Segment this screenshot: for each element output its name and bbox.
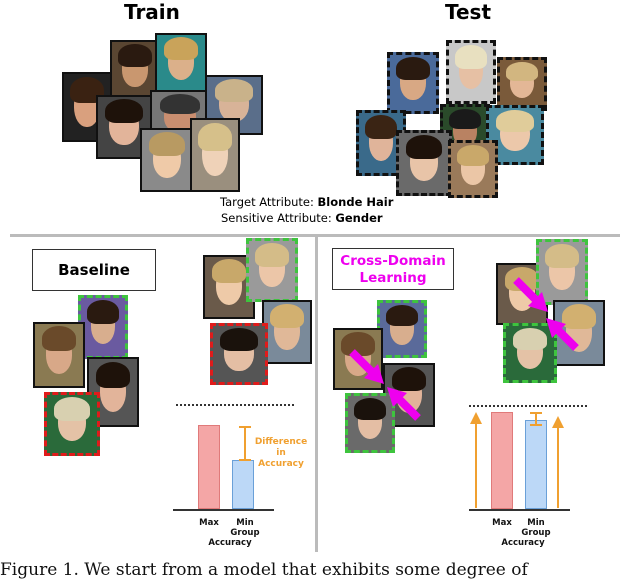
cross-domain-face-image — [377, 300, 427, 358]
improvement-arrows — [470, 412, 564, 508]
swap-arrow-left-top — [349, 349, 384, 384]
improvement-arrow-right — [552, 416, 564, 508]
cross-domain-label-box: Cross-Domain Learning — [332, 248, 454, 290]
swap-arrow-left-bottom — [387, 387, 421, 421]
baseline-tick-max: Max — [199, 518, 219, 528]
difference-label: Difference in Accuracy — [254, 437, 308, 469]
test-heading: Test — [445, 0, 492, 24]
difference-bracket — [244, 426, 246, 460]
train-face-image — [190, 118, 240, 192]
baseline-face-image — [203, 255, 255, 319]
improvement-arrow-left — [470, 412, 482, 508]
baseline-bar-max — [198, 425, 220, 509]
target-attribute-line: Target Attribute: Blonde Hair — [220, 195, 393, 209]
target-attribute-label: Target Attribute: — [220, 195, 314, 209]
baseline-face-image — [33, 322, 85, 388]
baseline-face-image — [262, 300, 312, 364]
difference-bracket-bottom — [239, 459, 251, 461]
sensitive-attribute-value: Gender — [335, 211, 383, 225]
test-face-image — [448, 140, 498, 198]
baseline-x-axis — [173, 509, 274, 511]
sensitive-attribute-label: Sensitive Attribute: — [221, 211, 332, 225]
swap-arrow-right-top — [513, 277, 548, 312]
cross-domain-face-image — [345, 393, 395, 453]
cross-domain-reference-line — [469, 405, 587, 407]
cross-domain-bracket — [530, 412, 542, 426]
difference-bracket-top — [239, 426, 251, 428]
cross-domain-bar-max — [491, 412, 513, 509]
test-face-image — [446, 40, 496, 104]
baseline-tick-min-group: Min Group — [230, 518, 260, 538]
baseline-face-image — [210, 323, 268, 385]
cross-domain-tick-max: Max — [492, 518, 512, 528]
horizontal-divider — [10, 234, 620, 237]
cross-domain-label: Cross-Domain Learning — [340, 253, 446, 286]
swap-arrows — [349, 277, 579, 421]
baseline-face-image — [78, 295, 128, 359]
baseline-label-box: Baseline — [32, 249, 156, 291]
cross-domain-tick-min-group: Min Group — [521, 518, 551, 538]
cross-domain-axis-label: Accuracy — [501, 538, 545, 548]
test-face-image — [497, 57, 547, 111]
figure-caption: Figure 1. We start from a model that exh… — [0, 560, 528, 580]
train-face-image — [140, 128, 194, 192]
train-face-image — [155, 33, 207, 93]
train-heading: Train — [124, 0, 180, 24]
cross-domain-face-image — [503, 323, 557, 383]
test-face-image — [356, 110, 406, 176]
test-face-image — [387, 52, 439, 114]
baseline-face-image — [44, 392, 100, 456]
test-face-image — [396, 130, 452, 196]
train-face-image — [110, 40, 160, 100]
sensitive-attribute-line: Sensitive Attribute: Gender — [221, 211, 383, 225]
vertical-divider — [315, 236, 318, 552]
baseline-label: Baseline — [58, 261, 130, 279]
baseline-axis-label: Accuracy — [208, 538, 252, 548]
cross-domain-x-axis — [469, 509, 570, 511]
target-attribute-value: Blonde Hair — [317, 195, 394, 209]
baseline-face-image — [246, 238, 298, 302]
swap-arrow-right-bottom — [546, 318, 579, 351]
test-face-image — [486, 105, 544, 165]
baseline-reference-line — [176, 404, 294, 406]
cross-domain-face-image — [536, 239, 588, 305]
